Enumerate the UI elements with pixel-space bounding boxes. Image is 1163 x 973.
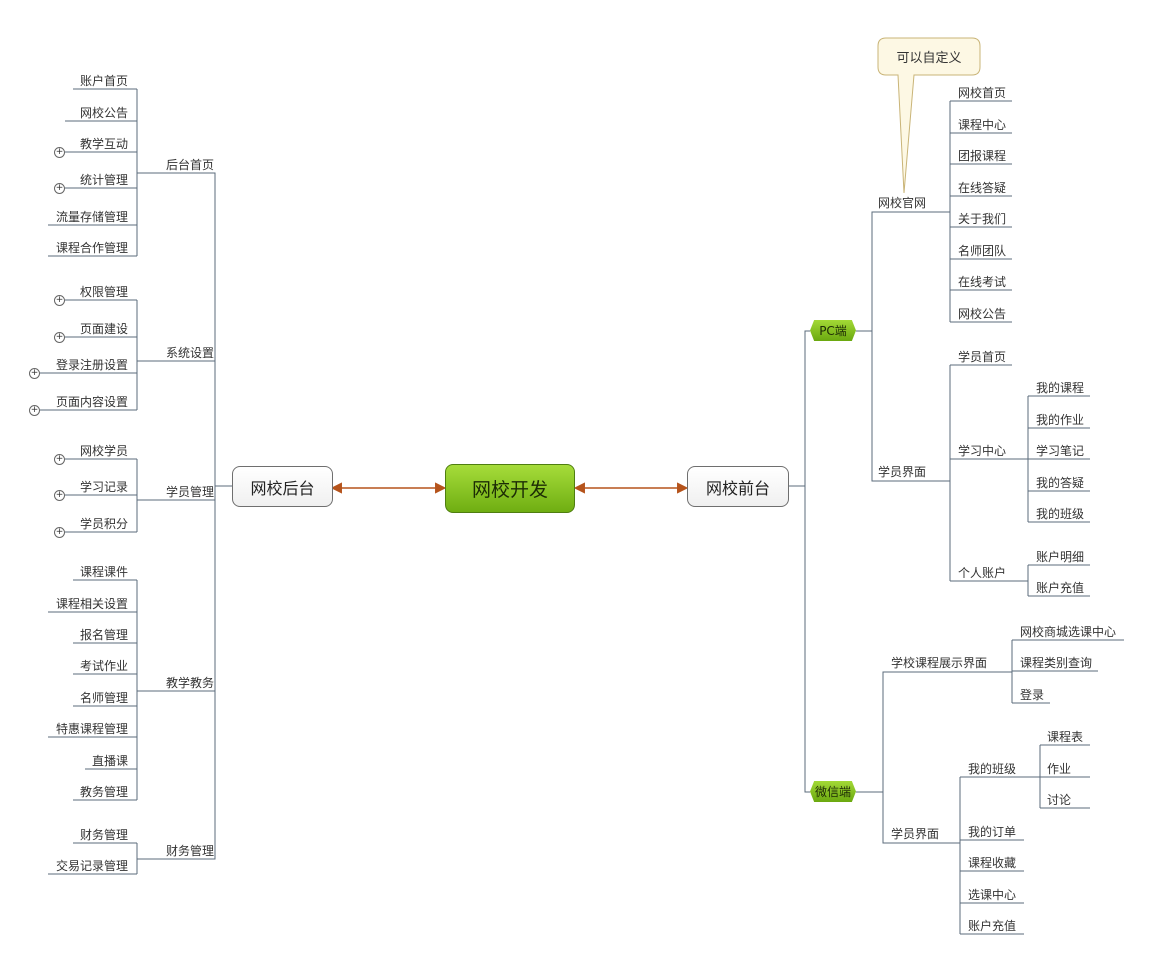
expand-icon[interactable]: + [54,332,65,343]
backend-leaf-label[interactable]: 网校公告 [79,106,128,120]
wechat-student-item-label[interactable]: 选课中心 [968,888,1017,902]
wechat-student-item-label[interactable]: 账户充值 [968,919,1017,933]
backend-leaf-label[interactable]: 页面内容设置 [55,395,128,409]
expand-icon[interactable]: + [54,183,65,194]
official-item-label[interactable]: 网校公告 [958,307,1007,321]
backend-leaf-label[interactable]: 课程课件 [79,565,128,579]
wechat-student-item-label[interactable]: 我的订单 [968,825,1017,839]
expand-icon[interactable]: + [54,454,65,465]
group-4-label[interactable]: 财务管理 [165,844,214,858]
learning-item-label[interactable]: 我的课程 [1036,381,1085,395]
official-item-label[interactable]: 在线考试 [958,275,1007,289]
backend-leaf-label[interactable]: 考试作业 [79,659,128,673]
learning-center-label[interactable]: 学习中心 [958,444,1007,458]
learning-item-label[interactable]: 我的作业 [1036,413,1085,427]
root-title: 网校开发 [471,479,548,501]
official-item-label[interactable]: 团报课程 [958,149,1007,163]
pc-label: PC端 [819,324,847,338]
backend-leaf-label[interactable]: 学习记录 [79,480,128,494]
backend-leaf-label[interactable]: 课程相关设置 [55,597,128,611]
backend-leaf-label[interactable]: 直播课 [91,754,128,768]
group-0-label[interactable]: 后台首页 [165,158,214,172]
backend-leaf-label[interactable]: 报名管理 [79,628,128,642]
account-item-label[interactable]: 账户充值 [1036,581,1085,595]
learning-item-label[interactable]: 我的班级 [1036,507,1085,521]
wechat-student-label[interactable]: 学员界面 [891,827,940,841]
pc-student-label[interactable]: 学员界面 [878,465,927,479]
backend-leaf-label[interactable]: 页面建设 [79,322,128,336]
backend-leaf-label[interactable]: 特惠课程管理 [55,722,128,736]
backend-leaf-label[interactable]: 网校学员 [79,444,128,458]
frontend-node[interactable]: 网校前台 [687,466,789,507]
backend-leaf-label[interactable]: 账户首页 [79,74,128,88]
backend-branch-line [137,485,232,860]
official-item-label[interactable]: 在线答疑 [958,181,1007,195]
callout-bubble [877,37,981,194]
backend-leaf-label[interactable]: 教学互动 [79,137,128,151]
display-item-label[interactable]: 课程类别查询 [1020,656,1093,670]
backend-leaf-label[interactable]: 教务管理 [79,785,128,799]
wechat-node[interactable]: 微信端 [810,781,856,802]
expand-icon[interactable]: + [29,405,40,416]
backend-leaf-label[interactable]: 权限管理 [79,285,128,299]
official-item-label[interactable]: 关于我们 [958,212,1007,226]
official-item-label[interactable]: 网校首页 [958,86,1007,100]
group-1-label[interactable]: 系统设置 [165,346,214,360]
account-item-label[interactable]: 账户明细 [1036,550,1085,564]
callout-text: 可以自定义 [896,51,962,66]
display-item-label[interactable]: 登录 [1020,688,1045,702]
wechat-display-line [856,671,1012,793]
backend-leaf-label[interactable]: 登录注册设置 [55,358,128,372]
course-display-label[interactable]: 学校课程展示界面 [891,656,988,670]
backend-leaf-label[interactable]: 名师管理 [79,691,128,705]
backend-branch-line [137,172,232,487]
expand-icon[interactable]: + [29,368,40,379]
backend-branch-line [137,360,232,487]
backend-leaf-label[interactable]: 流量存储管理 [55,210,128,224]
root-node[interactable]: 网校开发 [445,464,575,513]
official-item-label[interactable]: 名师团队 [958,244,1007,258]
backend-leaf-label[interactable]: 交易记录管理 [55,859,128,873]
display-item-label[interactable]: 网校商城选课中心 [1020,625,1117,639]
backend-branch-line [137,485,232,692]
expand-icon[interactable]: + [54,295,65,306]
my-class-item-label[interactable]: 讨论 [1047,793,1072,807]
frontend-to-wechat-line [804,486,810,793]
backend-leaf-label[interactable]: 学员积分 [79,517,128,531]
backend-leaf-label[interactable]: 课程合作管理 [55,241,128,255]
my-class-item-label[interactable]: 作业 [1047,762,1072,776]
backend-node[interactable]: 网校后台 [232,466,333,507]
learning-item-label[interactable]: 学习笔记 [1036,444,1085,458]
official-site-label[interactable]: 网校官网 [878,196,927,210]
wechat-student-line [882,792,960,844]
wechat-student-item-label[interactable]: 课程收藏 [968,856,1017,870]
expand-icon[interactable]: + [54,490,65,501]
wechat-label: 微信端 [814,785,851,799]
pc-student-line [871,331,934,482]
my-class-label[interactable]: 我的班级 [968,762,1017,776]
learning-item-label[interactable]: 我的答疑 [1036,476,1085,490]
group-3-label[interactable]: 教学教务 [165,676,214,690]
backend-title: 网校后台 [250,478,315,498]
group-2-label[interactable]: 学员管理 [165,485,214,499]
pc-node[interactable]: PC端 [810,320,856,341]
frontend-title: 网校前台 [705,478,770,498]
student-home-label[interactable]: 学员首页 [958,350,1007,364]
expand-icon[interactable]: + [54,147,65,158]
callout-note: 可以自定义 [878,38,980,75]
frontend-to-pc-line [789,330,810,487]
my-class-item-label[interactable]: 课程表 [1047,730,1084,744]
pc-official-line [856,211,934,332]
backend-leaf-label[interactable]: 财务管理 [79,828,128,842]
personal-account-label[interactable]: 个人账户 [958,566,1007,580]
expand-icon[interactable]: + [54,527,65,538]
backend-leaf-label[interactable]: 统计管理 [79,173,128,187]
official-item-label[interactable]: 课程中心 [958,118,1007,132]
